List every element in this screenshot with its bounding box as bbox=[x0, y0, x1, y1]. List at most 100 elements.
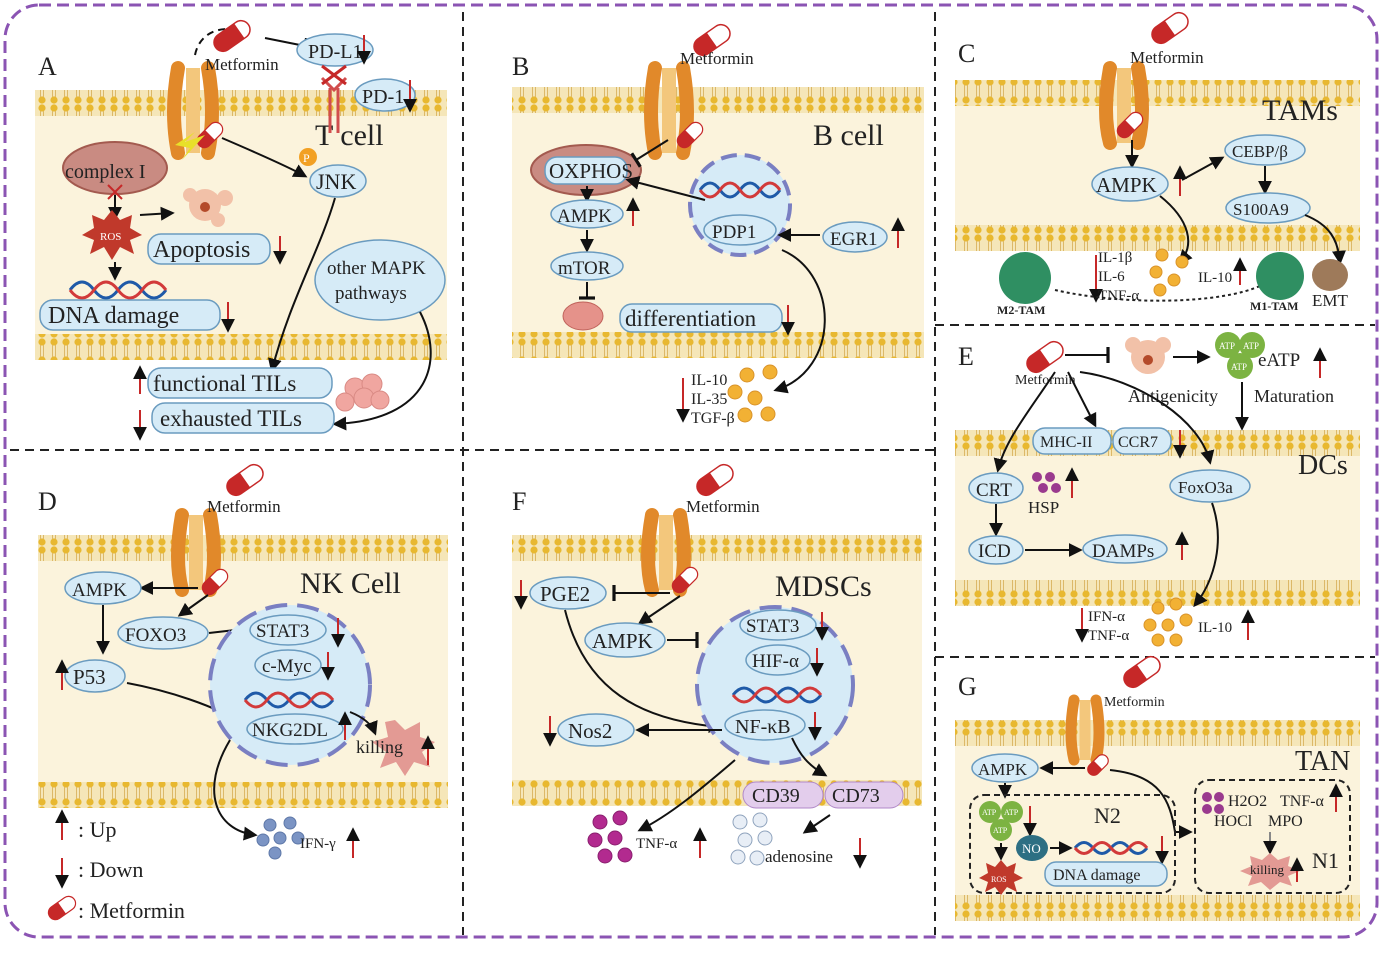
mapk-label-2: pathways bbox=[335, 283, 407, 304]
il10-label: IL-10 bbox=[1198, 270, 1232, 286]
foxo3a-node bbox=[1169, 469, 1251, 503]
killing-label: killing bbox=[1250, 862, 1284, 877]
panel-letter: F bbox=[512, 487, 526, 516]
membrane-bottom bbox=[955, 895, 1360, 921]
granule-dots-icon bbox=[1202, 792, 1224, 814]
tumor-cells-icon bbox=[335, 373, 390, 412]
ampk-label: AMPK bbox=[978, 760, 1028, 779]
ccr7-label: CCR7 bbox=[1118, 434, 1158, 451]
metformin-label: Metformin bbox=[205, 55, 279, 74]
cebp-label: CEBP/β bbox=[1232, 142, 1288, 161]
cd39-node bbox=[742, 781, 824, 809]
metformin-pill-icon bbox=[1123, 655, 1161, 689]
crt-node bbox=[968, 472, 1024, 504]
cell-body bbox=[955, 455, 1360, 590]
ifna-label: IFN-α bbox=[1088, 609, 1125, 625]
pdp1-label: PDP1 bbox=[712, 222, 756, 243]
membrane-top bbox=[512, 535, 922, 561]
nfkb-node bbox=[724, 709, 806, 741]
metformin-pill-icon bbox=[1026, 340, 1064, 374]
dna-damage-label: DNA damage bbox=[1053, 867, 1141, 884]
membrane-top bbox=[955, 80, 1360, 106]
dna-damage-node bbox=[1044, 861, 1168, 887]
panel-letter: G bbox=[958, 672, 977, 701]
il6-label: IL-6 bbox=[1098, 269, 1125, 285]
icd-node bbox=[968, 535, 1024, 565]
pd1-label: PD-1 bbox=[362, 86, 404, 108]
atp-cluster-icon: ATP ATP ATP bbox=[979, 801, 1023, 841]
ccr7-node bbox=[1112, 427, 1172, 455]
svg-text:ATP: ATP bbox=[1219, 341, 1235, 351]
cell-title: T cell bbox=[315, 119, 384, 152]
metformin-label: Metformin bbox=[1015, 373, 1076, 388]
ros-burst-icon bbox=[979, 860, 1023, 895]
adenosine-label: adenosine bbox=[765, 847, 833, 866]
phospho-icon bbox=[299, 148, 317, 166]
damps-label: DAMPs bbox=[1092, 541, 1154, 562]
metformin-pill-inner-icon bbox=[201, 568, 229, 596]
jnk-label: JNK bbox=[316, 169, 356, 194]
il10-label: IL-10 bbox=[1198, 620, 1232, 636]
ros-label: ROS bbox=[991, 875, 1007, 884]
apoptosis-label: Apoptosis bbox=[153, 237, 250, 263]
cd39-label: CD39 bbox=[752, 785, 800, 807]
metformin-pill-inner-icon bbox=[676, 121, 704, 149]
plasma-cell-icon bbox=[562, 301, 604, 331]
dna-helix-icon bbox=[1073, 841, 1149, 855]
cell-title: MDSCs bbox=[775, 570, 872, 603]
exhausted-tils-node bbox=[151, 402, 335, 434]
panel-dividers bbox=[10, 12, 1375, 935]
no-label: NO bbox=[1022, 841, 1041, 856]
metformin-label: Metformin bbox=[686, 497, 760, 516]
cytokine-dots-icon bbox=[1149, 248, 1189, 297]
tnf-label: TNF-α bbox=[636, 836, 677, 852]
svg-text:ATP: ATP bbox=[1004, 808, 1019, 817]
nkg2dl-label: NKG2DL bbox=[252, 720, 328, 741]
jnk-node bbox=[309, 164, 367, 198]
membrane-top bbox=[512, 87, 924, 113]
outer-frame bbox=[3, 3, 1379, 939]
m1-tam-icon bbox=[1256, 252, 1304, 300]
emt-cell-icon bbox=[1312, 259, 1348, 291]
emt-label: EMT bbox=[1312, 291, 1349, 310]
cd73-label: CD73 bbox=[832, 785, 880, 807]
cmyc-label: c-Myc bbox=[262, 656, 312, 677]
cytokine-dots-icon bbox=[1143, 597, 1193, 647]
metformin-pill-icon bbox=[1151, 11, 1189, 45]
dna-damage-node bbox=[39, 299, 221, 331]
ampk-label: AMPK bbox=[72, 580, 127, 601]
metformin-pill-inner-icon bbox=[196, 121, 224, 149]
ampk-label: AMPK bbox=[592, 629, 653, 653]
panel-letter: E bbox=[958, 342, 974, 371]
mitochondria-icon bbox=[62, 141, 168, 195]
dna-helix-icon bbox=[698, 181, 782, 199]
killing-burst-icon bbox=[1240, 853, 1300, 890]
panel-a: Metformin A T cell PD-L1 PD-1 complex I … bbox=[35, 19, 447, 441]
antigenicity-label: Antigenicity bbox=[1128, 386, 1218, 406]
differentiation-node bbox=[619, 303, 783, 333]
exhausted-tils-label: exhausted TILs bbox=[160, 406, 302, 431]
ifn-dots-icon bbox=[256, 816, 305, 860]
no-icon bbox=[1016, 835, 1048, 861]
pge2-label: PGE2 bbox=[540, 582, 590, 606]
mpo-label: MPO bbox=[1268, 813, 1303, 830]
ros-label: ROS bbox=[100, 231, 121, 243]
metformin-label: Metformin bbox=[680, 49, 754, 68]
lightning-icon bbox=[175, 132, 205, 160]
cell-title: DCs bbox=[1298, 450, 1348, 481]
ampk-node bbox=[584, 622, 666, 658]
stat3-node bbox=[249, 614, 327, 646]
metformin-label: Metformin bbox=[1130, 48, 1204, 67]
maturation-label: Maturation bbox=[1254, 386, 1334, 406]
metformin-pill-inner-icon bbox=[671, 566, 699, 594]
m1-label: M1-TAM bbox=[1250, 299, 1298, 313]
icd-label: ICD bbox=[978, 541, 1011, 562]
hif-node bbox=[745, 644, 811, 676]
tgfb-label: TGF-β bbox=[691, 410, 735, 427]
cmyc-node bbox=[254, 649, 322, 681]
ampk-node bbox=[550, 199, 624, 229]
panel-letter: B bbox=[512, 52, 529, 81]
foxo3-node bbox=[117, 616, 209, 650]
cytokine-dots-icon bbox=[727, 364, 778, 423]
